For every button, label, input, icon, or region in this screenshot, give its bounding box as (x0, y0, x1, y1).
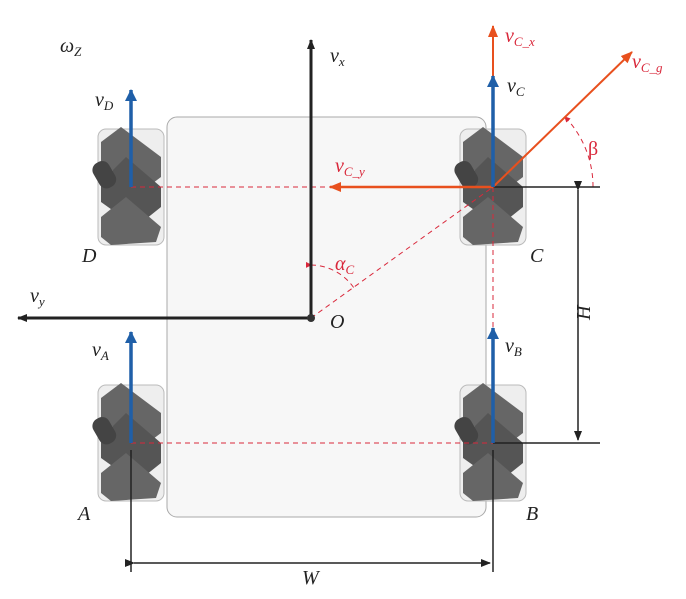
vy-label: vy (30, 285, 45, 309)
origin-label: O (330, 311, 344, 333)
wheel-B (450, 382, 527, 502)
H-label: H (573, 304, 595, 321)
vCx-label: vC_x (505, 25, 535, 49)
beta-label: β (588, 138, 598, 160)
vCy-label: vC_y (335, 155, 365, 179)
wheel-B-label: B (526, 503, 538, 525)
wheel-D-label: D (81, 245, 97, 267)
vx-label: vx (330, 45, 345, 69)
wheel-A (88, 382, 165, 502)
dimension-lines (125, 181, 600, 572)
labels: ωZ vx vy vD vC vA vB vC_x vC_y vC_g αC β… (30, 25, 663, 589)
wheel-A-label: A (76, 503, 91, 525)
alpha-label: αC (335, 253, 355, 277)
vB-label: vB (505, 335, 522, 359)
vCg-arrow (492, 51, 633, 188)
vCg-label: vC_g (632, 51, 663, 75)
wheel-velocity-arrows (125, 75, 499, 443)
vC-label: vC (507, 75, 525, 99)
vD-label: vD (95, 89, 114, 113)
vA-label: vA (92, 339, 109, 363)
W-label: W (302, 567, 321, 589)
axes (17, 39, 315, 322)
omega-label: ωZ (60, 35, 82, 59)
wheel-C-label: C (530, 245, 544, 267)
wheel-D (88, 126, 165, 246)
